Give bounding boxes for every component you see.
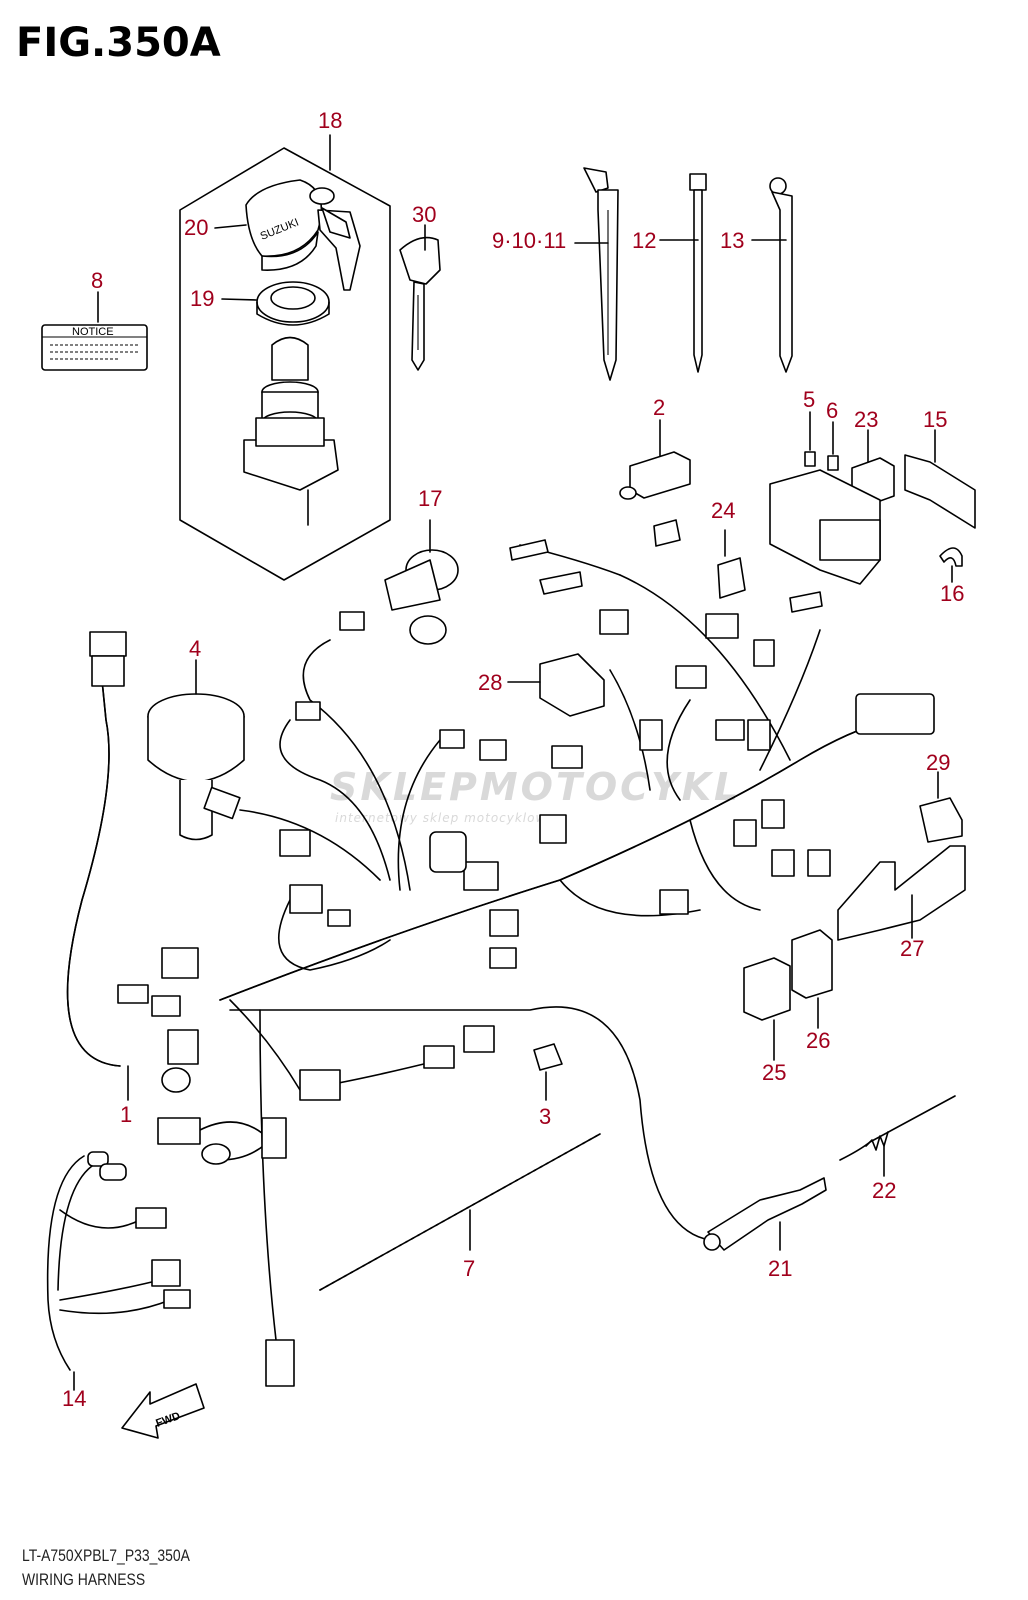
sub-harness-14 [46, 1151, 191, 1371]
connector-29 [919, 797, 963, 843]
callout-8: 8 [91, 268, 103, 293]
callout-30: 30 [412, 202, 436, 227]
clamp-16 [939, 547, 963, 567]
connector-26 [791, 929, 833, 999]
relay-28 [539, 653, 605, 717]
callout-19: 19 [190, 286, 214, 311]
watermark: SKLEPMOTOCYKL internetowy sklep motocykl… [330, 765, 741, 825]
watermark-tagline: internetowy sklep motocyklowy [335, 811, 554, 825]
fuse-box [769, 469, 881, 585]
cable-tie-13 [769, 177, 793, 373]
callout-5: 5 [803, 387, 815, 412]
corrugated-tube-7 [319, 1133, 601, 1291]
spring-22 [839, 1095, 956, 1161]
callout-24: 24 [711, 498, 735, 523]
callout-28: 28 [478, 670, 502, 695]
ignition-switch-nut [256, 281, 330, 326]
watermark-brand: SKLEPMOTOCYKL [330, 765, 741, 809]
notice-label: NOTICE [41, 324, 148, 371]
model-code: LT-A750XPBL7_P33_350A [22, 1546, 190, 1565]
ignition-switch-body [243, 336, 339, 526]
harness-connectors [117, 519, 935, 1387]
notice-label-text: NOTICE [72, 326, 114, 338]
callout-7: 7 [463, 1256, 475, 1281]
connector-24 [717, 557, 746, 599]
sensor-21 [703, 1177, 827, 1251]
callout-20: 20 [184, 215, 208, 240]
figure-title: FIG.350A [16, 20, 221, 66]
callout-1: 1 [120, 1102, 132, 1127]
callout-numbers: 1 2 3 4 5 6 7 8 9·10·11 12 13 14 15 16 1… [62, 108, 964, 1411]
spare-key [399, 236, 441, 371]
cable-tie-9-10-11 [583, 167, 619, 381]
callout-22: 22 [872, 1178, 896, 1203]
callout-17: 17 [418, 486, 442, 511]
callout-9-10-11: 9·10·11 [492, 228, 566, 253]
callout-23: 23 [854, 407, 878, 432]
fuse-5 [804, 451, 816, 467]
callout-12: 12 [632, 228, 656, 253]
callout-25: 25 [762, 1060, 786, 1085]
callout-4: 4 [189, 636, 201, 661]
callout-16: 16 [940, 581, 964, 606]
cable-tie-12 [689, 173, 707, 373]
accessory-socket-17 [384, 549, 459, 645]
fwd-arrow-icon: FWD [121, 1383, 205, 1439]
callout-27: 27 [900, 936, 924, 961]
connector-25 [743, 957, 791, 1021]
callout-29: 29 [926, 750, 950, 775]
callout-18: 18 [318, 108, 342, 133]
callout-26: 26 [806, 1028, 830, 1053]
fuse-box-bracket-15 [904, 454, 976, 529]
callout-15: 15 [923, 407, 947, 432]
callout-6: 6 [826, 398, 838, 423]
section-name: WIRING HARNESS [22, 1570, 146, 1589]
callout-2: 2 [653, 395, 665, 420]
ignition-key-cap: SUZUKI [245, 179, 361, 291]
callout-21: 21 [768, 1256, 792, 1281]
main-wiring-harness [66, 544, 891, 1341]
terminal-cover-2 [619, 451, 691, 500]
ignition-switch-set-box [179, 134, 391, 581]
callout-13: 13 [720, 228, 744, 253]
bracket-27 [837, 845, 966, 941]
fuse-6 [827, 455, 839, 471]
rubber-boot-4 [147, 693, 245, 841]
callout-14: 14 [62, 1386, 86, 1411]
terminal-cover-3 [533, 1043, 563, 1071]
callout-3: 3 [539, 1104, 551, 1129]
